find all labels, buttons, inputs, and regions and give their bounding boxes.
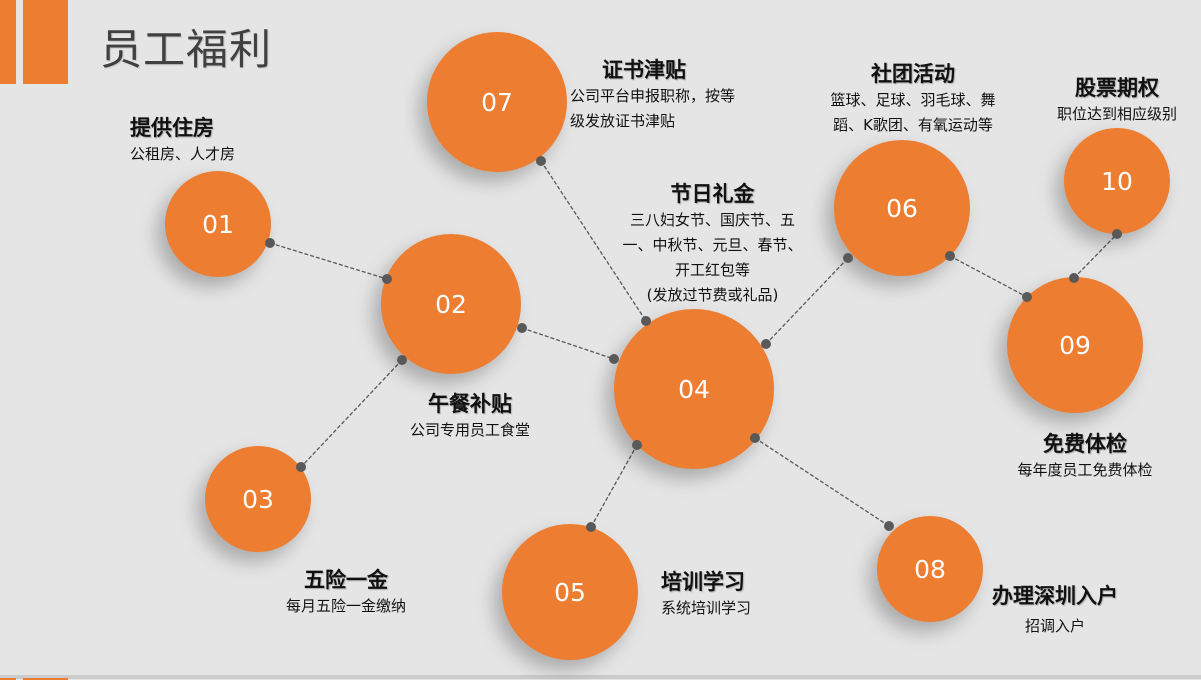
benefit-clubs: 社团活动 篮球、足球、羽毛球、舞 蹈、K歌团、有氧运动等 — [808, 58, 1018, 138]
node-circle-01: 01 — [165, 171, 271, 277]
benefit-desc-line: (发放过节费或礼品) — [646, 286, 779, 304]
footer-divider — [0, 675, 1201, 679]
footer-accent-right — [23, 678, 68, 680]
benefit-desc-line: 蹈、K歌团、有氧运动等 — [833, 116, 993, 134]
node-number: 08 — [914, 554, 946, 584]
benefit-title: 办理深圳入户 — [992, 584, 1118, 608]
node-number: 02 — [435, 289, 467, 319]
benefit-desc: 公司专用员工食堂 — [409, 421, 530, 439]
benefit-holiday: 节日礼金 三八妇女节、国庆节、五 一、中秋节、元旦、春节、 开工红包等 (发放过… — [600, 178, 825, 308]
benefit-stock: 股票期权 职位达到相应级别 — [1042, 72, 1192, 127]
benefit-desc-line: 篮球、足球、羽毛球、舞 — [830, 91, 996, 109]
footer-accent-left — [0, 678, 16, 680]
benefit-title: 午餐补贴 — [428, 392, 512, 416]
benefit-desc: 职位达到相应级别 — [1056, 105, 1177, 123]
benefit-title: 培训学习 — [661, 570, 745, 594]
benefit-title: 证书津贴 — [602, 58, 686, 82]
node-circle-06: 06 — [834, 140, 970, 276]
benefit-checkup: 免费体检 每年度员工免费体检 — [1005, 428, 1165, 483]
page-title: 员工福利 — [100, 25, 273, 74]
node-number: 09 — [1059, 330, 1091, 360]
benefit-title: 社团活动 — [871, 62, 955, 86]
node-number: 07 — [481, 87, 513, 117]
benefit-desc-line: 开工红包等 — [674, 261, 750, 279]
benefit-desc: 系统培训学习 — [661, 599, 752, 617]
benefit-desc: 每年度员工免费体检 — [1017, 461, 1153, 479]
benefit-title: 免费体检 — [1043, 432, 1127, 456]
node-number: 06 — [886, 193, 918, 223]
benefit-lunch: 午餐补贴 公司专用员工食堂 — [390, 388, 550, 443]
benefit-certificate: 证书津贴 公司平台申报职称，按等 级发放证书津贴 — [570, 54, 735, 134]
benefit-desc: 公租房、人才房 — [130, 145, 236, 163]
benefit-title: 股票期权 — [1075, 76, 1159, 100]
benefit-desc-line: 级发放证书津贴 — [570, 112, 676, 130]
accent-bar-left — [0, 0, 16, 84]
node-circle-07: 07 — [427, 32, 567, 172]
node-circle-03: 03 — [205, 446, 311, 552]
benefit-hukou: 办理深圳入户 招调入户 — [980, 580, 1130, 639]
benefit-title: 提供住房 — [130, 116, 214, 140]
benefit-housing: 提供住房 公租房、人才房 — [130, 112, 235, 167]
node-number: 05 — [554, 577, 586, 607]
node-number: 10 — [1101, 166, 1133, 196]
benefit-desc: 招调入户 — [1024, 617, 1085, 635]
node-circle-10: 10 — [1064, 128, 1170, 234]
node-circle-08: 08 — [877, 516, 983, 622]
benefit-desc-line: 一、中秋节、元旦、春节、 — [622, 236, 803, 254]
benefit-title: 五险一金 — [304, 568, 388, 592]
benefit-title: 节日礼金 — [670, 182, 755, 206]
node-circle-05: 05 — [502, 524, 638, 660]
accent-bar-right — [23, 0, 68, 84]
node-number: 03 — [242, 484, 274, 514]
benefit-desc-line: 公司平台申报职称，按等 — [570, 87, 736, 105]
benefit-desc: 每月五险一金缴纳 — [285, 597, 406, 615]
benefit-desc-line: 三八妇女节、国庆节、五 — [629, 211, 795, 229]
node-number: 01 — [202, 209, 234, 239]
node-number: 04 — [678, 374, 710, 404]
benefit-training: 培训学习 系统培训学习 — [661, 566, 751, 621]
benefit-insurance: 五险一金 每月五险一金缴纳 — [266, 564, 426, 619]
node-circle-02: 02 — [381, 234, 521, 374]
